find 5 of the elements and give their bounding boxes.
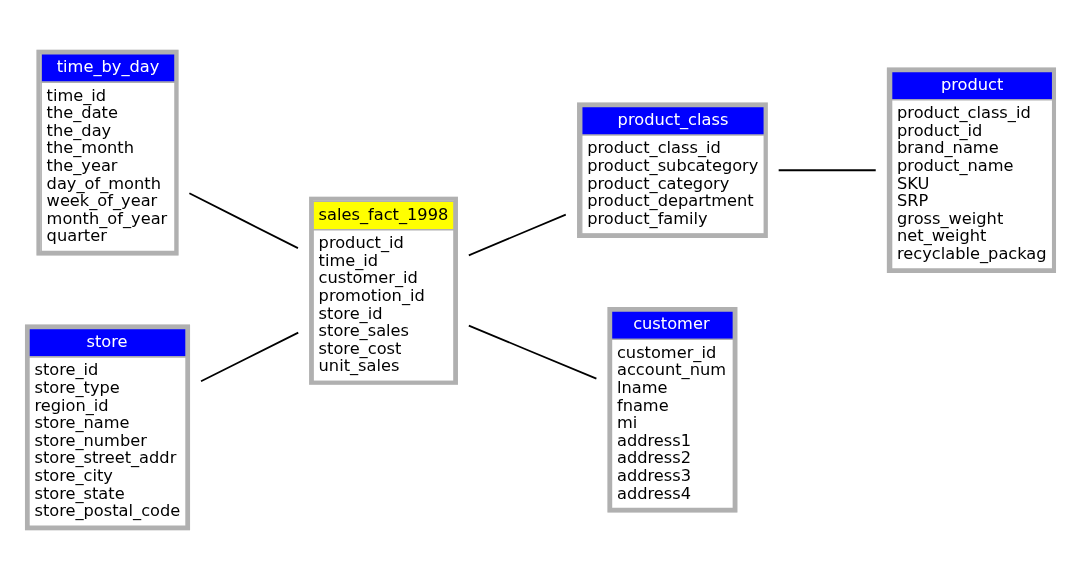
connector — [188, 191, 299, 249]
connector — [777, 168, 877, 171]
connector — [467, 213, 567, 256]
connector — [467, 324, 598, 380]
connector — [200, 331, 300, 382]
